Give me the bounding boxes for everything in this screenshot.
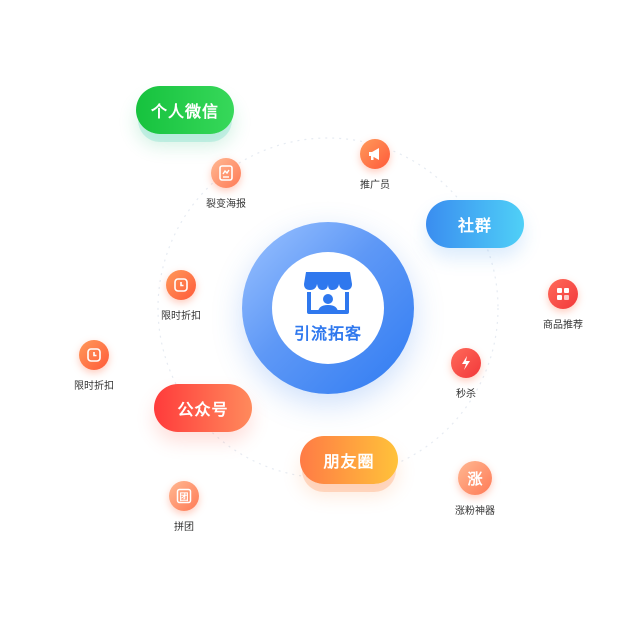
tool-label: 商品推荐 xyxy=(543,320,583,331)
zhang-glyph-icon: 涨 xyxy=(458,461,492,495)
channel-moments-pill[interactable]: 朋友圈 xyxy=(300,436,398,484)
clock-icon xyxy=(79,340,109,370)
group-glyph: 团 xyxy=(179,492,188,503)
tool-seckill[interactable]: 秒杀 xyxy=(421,348,511,400)
tool-label: 拼团 xyxy=(174,522,194,533)
poster-icon xyxy=(211,158,241,188)
tool-flash-sale-outer[interactable]: 限时折扣 xyxy=(49,340,139,392)
tool-flash-sale-inner[interactable]: 限时折扣 xyxy=(136,270,226,322)
hub-title: 引流拓客 xyxy=(293,324,362,343)
tool-label: 涨粉神器 xyxy=(455,506,495,517)
channel-official-account-pill[interactable]: 公众号 xyxy=(154,384,252,432)
channel-community-pill[interactable]: 社群 xyxy=(426,200,524,248)
clock-icon xyxy=(166,270,196,300)
group-icon: 团 xyxy=(169,481,199,511)
tool-label: 限时折扣 xyxy=(74,381,114,392)
tool-group-buy[interactable]: 团 拼团 xyxy=(139,481,229,533)
tool-label: 限时折扣 xyxy=(161,311,201,322)
tool-poster[interactable]: 裂变海报 xyxy=(181,158,271,210)
megaphone-icon xyxy=(360,139,390,169)
fan-growth-glyph: 涨 xyxy=(467,469,483,488)
tool-fan-growth[interactable]: 涨 涨粉神器 xyxy=(430,461,520,517)
lightning-icon xyxy=(451,348,481,378)
channel-wechat-pill[interactable]: 个人微信 xyxy=(136,86,234,134)
tool-label: 裂变海报 xyxy=(206,199,246,210)
tool-label: 秒杀 xyxy=(456,389,476,400)
tool-label: 推广员 xyxy=(360,180,390,191)
storefront-user-icon xyxy=(304,272,352,314)
tool-product-recommend[interactable]: 商品推荐 xyxy=(518,279,608,331)
tool-promoter[interactable]: 推广员 xyxy=(330,139,420,191)
grid-icon xyxy=(548,279,578,309)
